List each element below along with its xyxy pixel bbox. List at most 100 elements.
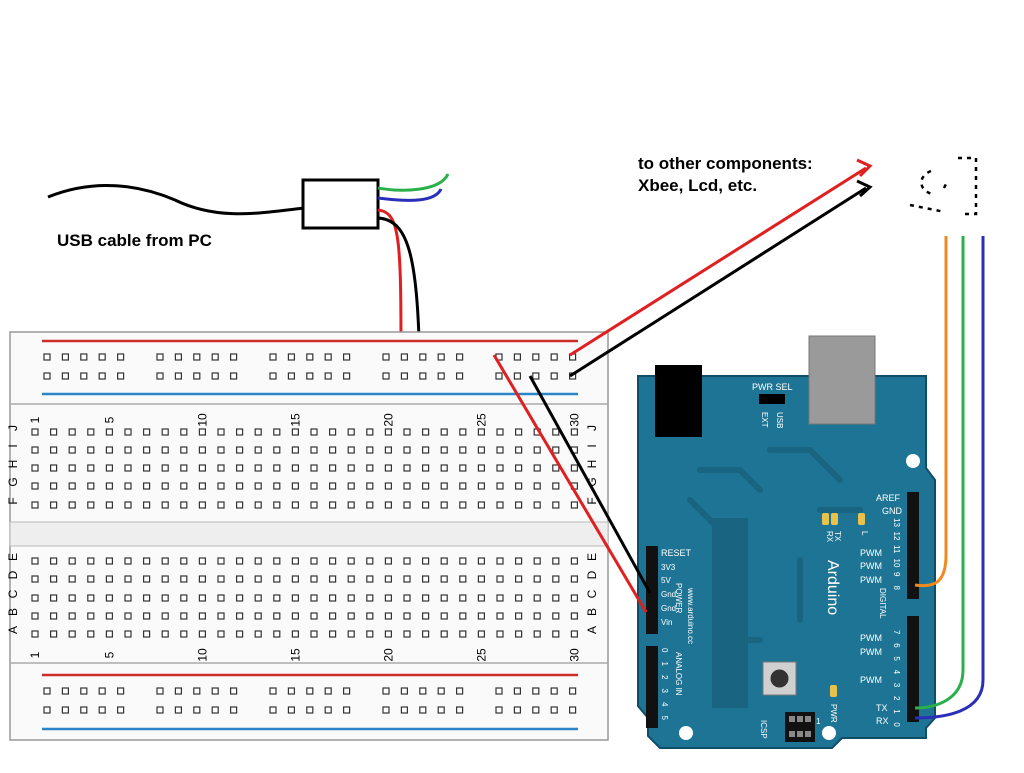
terminal-hole bbox=[570, 612, 579, 620]
analog-pin-label: 2 bbox=[660, 675, 669, 680]
icsp-label: ICSP bbox=[759, 720, 768, 739]
row-label-j: J bbox=[585, 425, 599, 431]
terminal-hole bbox=[236, 575, 244, 583]
terminal-hole bbox=[180, 482, 188, 490]
terminal-hole bbox=[477, 482, 485, 490]
terminal-hole bbox=[236, 501, 244, 509]
usb-adapter bbox=[47, 173, 450, 377]
other-component-outline bbox=[909, 156, 978, 216]
terminal-hole bbox=[291, 612, 299, 620]
terminal-hole bbox=[68, 446, 76, 454]
wire-red-to-vin bbox=[492, 354, 648, 613]
row-label-a: A bbox=[585, 626, 599, 634]
terminal-hole bbox=[329, 501, 337, 509]
rail-hole bbox=[116, 372, 125, 380]
rail-hole bbox=[532, 372, 540, 380]
digital-pin-label: 12 bbox=[892, 532, 901, 541]
terminal-hole bbox=[291, 594, 299, 602]
wire-black-to-components bbox=[569, 186, 867, 378]
rail-hole bbox=[343, 706, 351, 714]
terminal-hole bbox=[124, 612, 132, 620]
terminal-hole bbox=[422, 446, 430, 454]
row-label-h: H bbox=[585, 460, 599, 469]
rail-hole bbox=[495, 372, 503, 380]
power-pin-3v3: 3V3 bbox=[661, 563, 676, 572]
terminal-hole bbox=[347, 594, 355, 602]
terminal-hole bbox=[236, 464, 244, 472]
row-label-b: B bbox=[6, 608, 20, 616]
terminal-hole bbox=[533, 464, 541, 472]
analog-pin-label: 3 bbox=[660, 689, 669, 694]
terminal-hole bbox=[68, 594, 76, 602]
terminal-hole bbox=[403, 464, 411, 472]
rail-hole bbox=[419, 687, 427, 695]
rail-hole bbox=[550, 706, 558, 714]
rail-hole bbox=[156, 706, 164, 714]
terminal-hole bbox=[236, 630, 244, 638]
column-number-top: 1 bbox=[28, 416, 42, 423]
terminal-hole bbox=[254, 446, 262, 454]
rail-hole bbox=[456, 372, 464, 380]
terminal-hole bbox=[31, 594, 39, 602]
terminal-hole bbox=[198, 594, 206, 602]
terminal-hole bbox=[198, 428, 206, 436]
terminal-hole bbox=[310, 594, 318, 602]
terminal-hole bbox=[68, 428, 76, 436]
terminal-hole bbox=[49, 612, 58, 620]
analog-pin-label: 5 bbox=[660, 716, 669, 721]
terminal-hole bbox=[124, 482, 132, 490]
rail-hole bbox=[269, 706, 277, 714]
terminal-hole bbox=[384, 612, 392, 620]
rail-hole bbox=[456, 687, 464, 695]
terminal-hole bbox=[514, 557, 523, 565]
terminal-hole bbox=[403, 630, 411, 638]
terminal-hole bbox=[552, 594, 560, 602]
terminal-hole bbox=[273, 446, 281, 454]
rail-hole bbox=[568, 706, 577, 714]
usb-cable-label: USB cable from PC bbox=[57, 231, 212, 250]
rail-hole bbox=[156, 372, 164, 380]
terminal-hole bbox=[310, 557, 318, 565]
terminal-hole bbox=[254, 501, 262, 509]
terminal-hole bbox=[198, 612, 206, 620]
rx-led-label: RX bbox=[825, 531, 834, 543]
terminal-hole bbox=[496, 464, 504, 472]
reset-button-cap[interactable] bbox=[770, 669, 789, 688]
terminal-hole bbox=[422, 428, 430, 436]
rail-hole bbox=[98, 372, 106, 380]
digital-pin-label: 1 bbox=[892, 709, 901, 714]
gnd-label: GND bbox=[882, 506, 903, 516]
terminal-hole bbox=[459, 575, 467, 583]
terminal-hole bbox=[496, 446, 504, 454]
column-number-top: 10 bbox=[195, 413, 209, 427]
row-label-d: D bbox=[6, 570, 20, 579]
terminal-hole bbox=[31, 612, 39, 620]
rail-hole bbox=[43, 372, 51, 380]
rail-hole bbox=[532, 353, 540, 361]
terminal-hole bbox=[403, 612, 411, 620]
rail-hole bbox=[324, 372, 332, 380]
terminal-hole bbox=[291, 630, 299, 638]
rail-hole bbox=[43, 706, 51, 714]
terminal-hole bbox=[514, 630, 523, 638]
digital-pin-label: 6 bbox=[892, 643, 901, 648]
terminal-hole bbox=[570, 575, 579, 583]
terminal-hole bbox=[496, 428, 504, 436]
digital-pin-label: 2 bbox=[892, 696, 901, 701]
terminal-hole bbox=[366, 464, 374, 472]
terminal-hole bbox=[161, 575, 169, 583]
terminal-hole bbox=[552, 575, 560, 583]
terminal-hole bbox=[384, 428, 392, 436]
terminal-hole bbox=[533, 594, 541, 602]
terminal-hole bbox=[496, 575, 504, 583]
digital-pin-label: 4 bbox=[892, 670, 901, 675]
rail-hole bbox=[98, 687, 106, 695]
mount-hole bbox=[679, 726, 693, 740]
terminal-hole bbox=[105, 482, 114, 490]
terminal-hole bbox=[403, 501, 411, 509]
terminal-hole bbox=[105, 428, 114, 436]
terminal-hole bbox=[31, 482, 39, 490]
terminal-hole bbox=[198, 464, 206, 472]
